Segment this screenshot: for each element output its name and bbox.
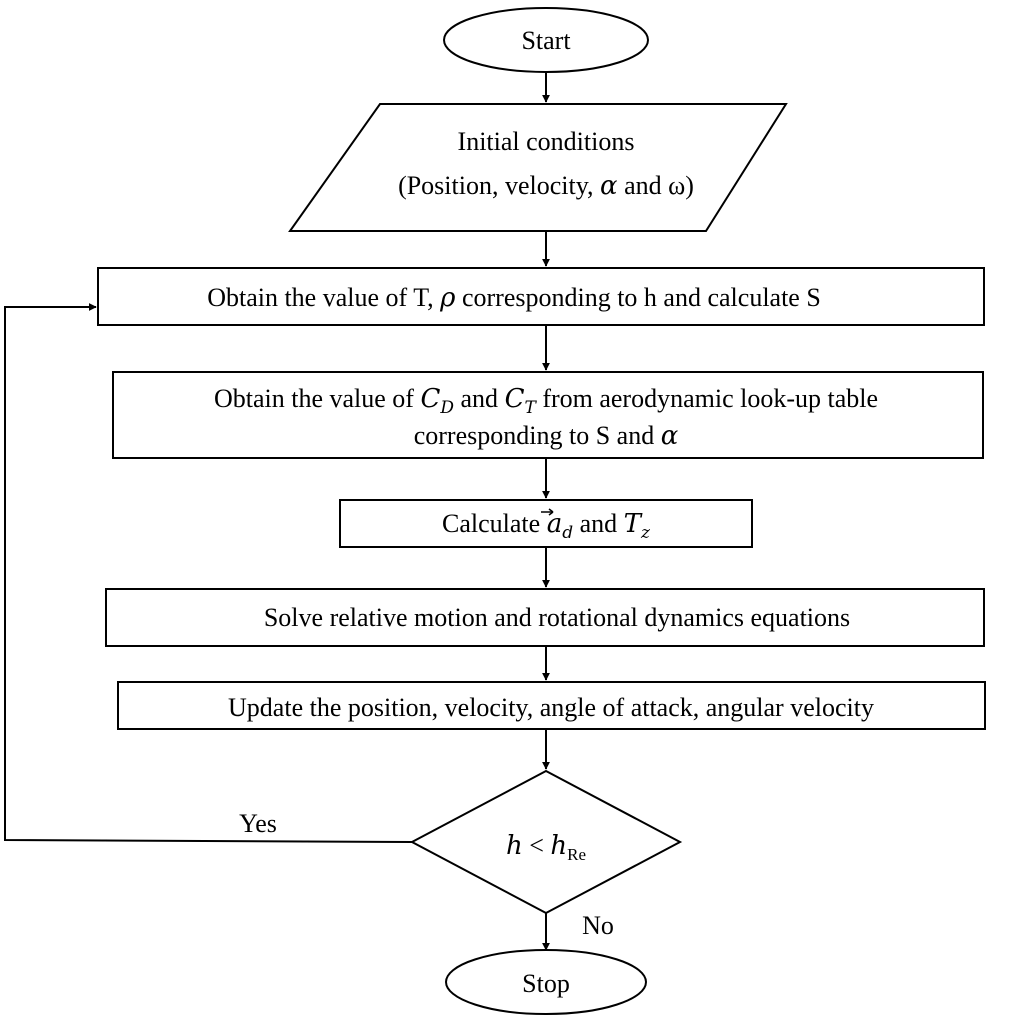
no-label: No [582,911,614,940]
step5-label: Update the position, velocity, angle of … [228,693,874,722]
stop-node: Stop [445,949,647,1015]
yes-label: Yes [239,809,277,838]
step3-label: Calculate ad and Tz [442,509,651,543]
step2-line1: Obtain the value of CD and CT from aerod… [214,384,878,418]
step3-node: Calculate ad and Tz [339,499,753,548]
step2-node: Obtain the value of CD and CT from aerod… [112,371,984,459]
input-line2: (Position, velocity, α and ω) [398,171,694,201]
start-node: Start [443,7,649,73]
step2-line2: corresponding to S and α [414,421,679,451]
connector-yes-loop [4,303,413,843]
step5-node: Update the position, velocity, angle of … [117,681,986,730]
decision-label: h < hRe [506,831,586,864]
start-label: Start [521,26,571,55]
decision-node: h < hRe [409,769,683,915]
step1-label: Obtain the value of T, ρ corresponding t… [207,283,821,313]
input-line1: Initial conditions [458,127,635,156]
input-node: Initial conditions (Position, velocity, … [288,103,788,232]
step4-node: Solve relative motion and rotational dyn… [105,588,985,647]
vector-arrowhead-icon [548,508,554,516]
step1-node: Obtain the value of T, ρ corresponding t… [97,267,985,326]
step4-label: Solve relative motion and rotational dyn… [264,603,850,632]
stop-label: Stop [522,969,570,998]
